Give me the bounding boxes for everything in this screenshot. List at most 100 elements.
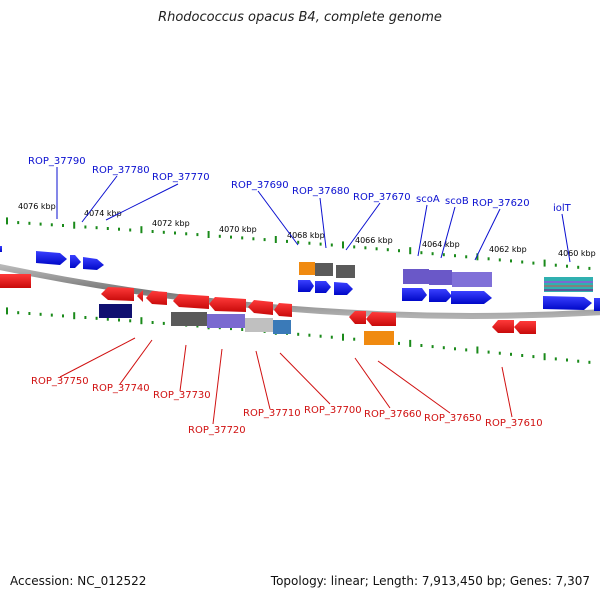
feature-purple-top-3[interactable]	[452, 272, 492, 287]
minor-tick	[118, 227, 120, 231]
length-value: 7,913,450 bp	[421, 574, 502, 588]
minor-tick	[431, 345, 434, 349]
minor-tick	[330, 243, 333, 247]
minor-tick	[62, 314, 64, 318]
feature-purple-top-1[interactable]	[403, 269, 429, 284]
minor-tick	[532, 261, 535, 265]
feature-lightgray-bottom[interactable]	[245, 318, 273, 332]
minor-tick	[554, 357, 557, 361]
gene-ROP_37660-small[interactable]	[349, 311, 366, 324]
gene-ROP_37780[interactable]	[70, 255, 81, 268]
gene-edge-right[interactable]	[594, 298, 600, 311]
label-ROP_37690[interactable]: ROP_37690	[231, 180, 289, 191]
bottom-callout-lines	[59, 337, 513, 425]
feature-gray-top-2[interactable]	[336, 265, 355, 278]
gene-iolT-a[interactable]	[543, 296, 592, 310]
minor-tick	[577, 265, 580, 269]
ruler-label-4070: 4070 kbp	[219, 225, 257, 234]
label-ROP_37670[interactable]: ROP_37670	[353, 192, 411, 203]
major-tick	[6, 307, 8, 315]
feature-teal-stack[interactable]	[544, 277, 593, 292]
gene-ROP_37660[interactable]	[366, 312, 396, 326]
major-tick	[140, 226, 143, 234]
gene-ROP_37740-small[interactable]	[137, 290, 143, 302]
label-iolT[interactable]: iolT	[553, 203, 572, 214]
gene-ROP_37620-a[interactable]	[451, 291, 492, 304]
label-ROP_37710[interactable]: ROP_37710	[243, 408, 301, 419]
minor-tick	[465, 255, 468, 259]
minor-tick	[28, 312, 31, 315]
minor-tick	[118, 318, 120, 322]
major-tick	[73, 221, 76, 229]
label-ROP_37740[interactable]: ROP_37740	[92, 383, 150, 394]
minor-tick	[28, 221, 31, 225]
gene-ROP_37680-a[interactable]	[315, 281, 331, 293]
minor-tick	[84, 225, 87, 229]
gene-ROP_37710[interactable]	[248, 300, 273, 315]
top-callout-lines	[56, 167, 571, 263]
minor-tick	[431, 252, 434, 256]
major-tick	[342, 241, 344, 249]
gene-edge-left[interactable]	[0, 246, 2, 252]
gene-ROP_37670-a[interactable]	[334, 282, 353, 295]
feature-steelblue-bottom[interactable]	[273, 320, 291, 334]
label-scoB[interactable]: scoB	[445, 196, 469, 207]
gene-ROP_37700[interactable]	[274, 303, 292, 317]
length-label: Length:	[372, 574, 419, 588]
feature-navy[interactable]	[99, 304, 132, 318]
gene-ROP_37740[interactable]	[146, 291, 167, 305]
label-ROP_37620[interactable]: ROP_37620	[472, 198, 530, 209]
minor-tick	[353, 337, 356, 341]
minor-tick	[420, 344, 423, 347]
label-ROP_37770[interactable]: ROP_37770	[152, 172, 210, 183]
minor-tick	[498, 258, 501, 262]
label-ROP_37660[interactable]: ROP_37660	[364, 409, 422, 420]
gene-ROP_37730[interactable]	[173, 294, 209, 309]
gene-ROP_37790[interactable]	[36, 251, 67, 265]
major-tick	[543, 353, 546, 361]
feature-orange-bottom[interactable]	[364, 331, 394, 345]
forward-feature-blocks	[299, 262, 593, 292]
label-ROP_37720[interactable]: ROP_37720	[188, 425, 246, 436]
label-ROP_37790[interactable]: ROP_37790	[28, 156, 86, 167]
label-ROP_37680[interactable]: ROP_37680	[292, 186, 350, 197]
feature-gray-top-1[interactable]	[315, 263, 333, 276]
gene-ROP_37610-a[interactable]	[492, 320, 514, 333]
feature-purple-top-2[interactable]	[429, 270, 452, 285]
minor-tick	[174, 231, 176, 235]
minor-tick	[566, 264, 568, 268]
minor-tick	[106, 317, 109, 321]
major-tick	[409, 247, 412, 255]
minor-tick	[17, 311, 20, 315]
gene-ROP_37750[interactable]	[101, 287, 134, 301]
label-ROP_37750[interactable]: ROP_37750	[31, 376, 89, 387]
feature-purple-bottom[interactable]	[207, 314, 245, 328]
minor-tick	[39, 312, 42, 316]
feature-gray-bottom[interactable]	[171, 312, 207, 326]
gene-scoB-a[interactable]	[429, 289, 452, 302]
minor-tick	[353, 245, 356, 249]
label-scoA[interactable]: scoA	[416, 194, 440, 205]
gene-ROP_37610-b[interactable]	[514, 321, 536, 334]
gene-ROP_37690-a[interactable]	[298, 280, 314, 292]
minor-tick	[297, 332, 300, 336]
gene-red-left-edge[interactable]	[0, 274, 31, 288]
minor-tick	[454, 347, 456, 351]
minor-tick	[588, 360, 591, 364]
label-ROP_37780[interactable]: ROP_37780	[92, 165, 150, 176]
feature-orange-top[interactable]	[299, 262, 315, 275]
label-ROP_37700[interactable]: ROP_37700	[304, 405, 362, 416]
label-ROP_37650[interactable]: ROP_37650	[424, 413, 482, 424]
minor-tick	[129, 228, 132, 232]
label-ROP_37610[interactable]: ROP_37610	[485, 418, 543, 429]
label-ROP_37730[interactable]: ROP_37730	[153, 390, 211, 401]
gene-ROP_37770[interactable]	[83, 257, 104, 270]
gene-ROP_37720[interactable]	[209, 297, 246, 312]
gene-scoA-a[interactable]	[402, 288, 427, 301]
minor-tick	[510, 352, 512, 356]
minor-tick	[465, 348, 468, 352]
minor-tick	[151, 321, 154, 324]
accession-label: Accession:	[10, 574, 74, 588]
minor-tick	[17, 221, 20, 225]
ruler-label-4072: 4072 kbp	[152, 219, 190, 228]
